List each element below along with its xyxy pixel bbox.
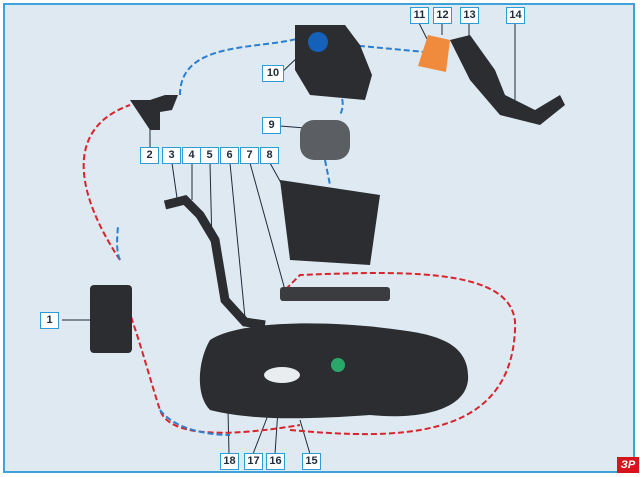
fuel-rail-shape xyxy=(280,287,390,301)
canister-shape xyxy=(90,285,132,353)
callout-16: 16 xyxy=(266,453,285,470)
callout-18: 18 xyxy=(220,453,239,470)
intake-duct-shape xyxy=(450,35,565,125)
callout-9: 9 xyxy=(262,117,281,134)
intake-manifold-shape xyxy=(280,180,380,265)
callout-14: 14 xyxy=(506,7,525,24)
callout-13: 13 xyxy=(460,7,479,24)
callout-6: 6 xyxy=(220,147,239,164)
callout-5: 5 xyxy=(200,147,219,164)
air-filter-housing-shape xyxy=(295,25,372,100)
housing-inlet xyxy=(308,32,328,52)
callout-15: 15 xyxy=(302,453,321,470)
callout-8: 8 xyxy=(260,147,279,164)
fuel-tank-shape xyxy=(199,323,469,419)
publisher-logo: ЗР xyxy=(617,457,639,473)
throttle-body-shape xyxy=(300,120,350,160)
callout-17: 17 xyxy=(244,453,263,470)
callout-4: 4 xyxy=(182,147,201,164)
hose-routing-lines xyxy=(82,37,517,436)
callout-10: 10 xyxy=(262,65,284,82)
callout-11: 11 xyxy=(410,7,429,24)
fuel-pump-flange xyxy=(264,367,300,383)
callout-1: 1 xyxy=(40,312,59,329)
callout-3: 3 xyxy=(162,147,181,164)
filler-neck-shape xyxy=(163,195,266,330)
fuel-cap-fitting xyxy=(331,358,345,372)
callout-2: 2 xyxy=(140,147,159,164)
tee-connector-shape xyxy=(130,95,178,130)
parts xyxy=(90,25,565,419)
filter-element-shape xyxy=(418,35,450,72)
callout-7: 7 xyxy=(240,147,259,164)
callout-12: 12 xyxy=(433,7,452,24)
